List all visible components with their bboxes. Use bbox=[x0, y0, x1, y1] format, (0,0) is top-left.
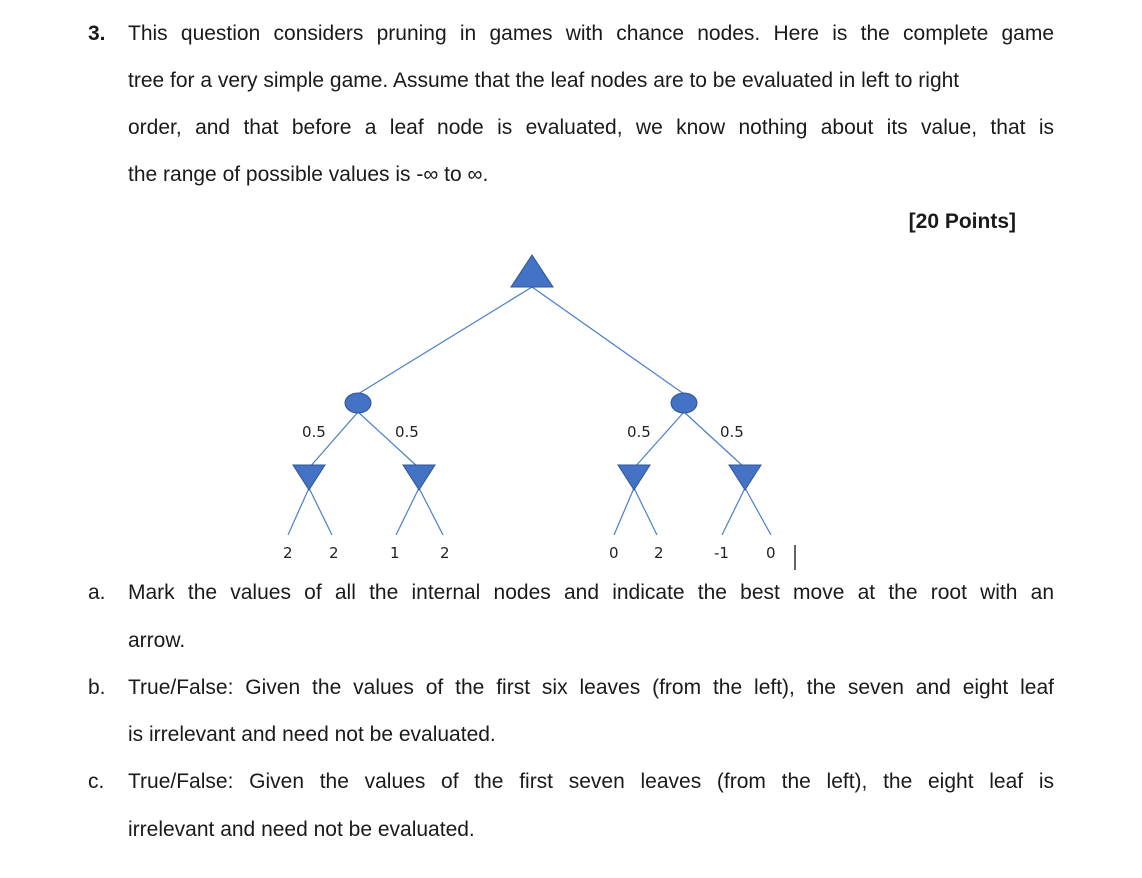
leaf-value-8: 0 bbox=[766, 544, 776, 562]
intro-line-1: This question considers pruning in games… bbox=[128, 22, 1054, 45]
edge-root-right bbox=[531, 286, 685, 395]
intro-line-3: order, and that before a leaf node is ev… bbox=[128, 116, 1054, 139]
edge-chance2-min3 bbox=[633, 411, 685, 469]
edge-min3-leaf5 bbox=[613, 487, 635, 536]
leaf-value-1: 2 bbox=[283, 544, 293, 562]
leaf-value-4: 2 bbox=[440, 544, 450, 562]
prob-label-1: 0.5 bbox=[302, 423, 326, 441]
part-c-line-1: True/False: Given the values of the firs… bbox=[128, 770, 1054, 793]
points-label: [20 Points] bbox=[908, 210, 1016, 233]
edge-min2-leaf3 bbox=[395, 487, 420, 536]
tree-edges bbox=[287, 286, 772, 536]
edge-min3-leaf6 bbox=[633, 487, 658, 536]
edge-root-left bbox=[357, 286, 533, 395]
min-node-2 bbox=[402, 464, 436, 491]
min-node-1 bbox=[292, 464, 326, 491]
edge-min4-leaf8 bbox=[744, 487, 772, 536]
edge-min1-leaf2 bbox=[308, 487, 333, 536]
edge-min2-leaf4 bbox=[418, 487, 444, 536]
min-node-3 bbox=[617, 464, 651, 491]
part-a-line-2: arrow. bbox=[128, 629, 186, 652]
leaf-value-6: 2 bbox=[654, 544, 664, 562]
leaf-value-5: 0 bbox=[609, 544, 619, 562]
prob-label-2: 0.5 bbox=[395, 423, 419, 441]
edge-chance1-min1 bbox=[308, 411, 359, 469]
leaf-value-7: -1 bbox=[714, 544, 729, 562]
edge-chance1-min2 bbox=[357, 411, 420, 469]
prob-label-4: 0.5 bbox=[720, 423, 744, 441]
leaf-value-2: 2 bbox=[329, 544, 339, 562]
edge-chance2-min4 bbox=[683, 411, 746, 469]
leaf-value-3: 1 bbox=[390, 544, 400, 562]
intro-line-4: the range of possible values is -∞ to ∞. bbox=[128, 163, 489, 186]
part-a-line-1: Mark the values of all the internal node… bbox=[128, 581, 1054, 604]
prob-label-3: 0.5 bbox=[627, 423, 651, 441]
chance-node-right bbox=[670, 392, 698, 414]
intro-line-2: tree for a very simple game. Assume that… bbox=[128, 69, 960, 92]
min-node-4 bbox=[728, 464, 762, 491]
part-b-label: b. bbox=[88, 676, 106, 699]
part-b-line-1: True/False: Given the values of the firs… bbox=[128, 676, 1054, 699]
part-c-line-2: irrelevant and need not be evaluated. bbox=[128, 818, 475, 841]
edge-min1-leaf1 bbox=[287, 487, 310, 536]
question-number: 3. bbox=[88, 22, 106, 45]
part-b-line-2: is irrelevant and need not be evaluated. bbox=[128, 723, 496, 746]
edge-min4-leaf7 bbox=[721, 487, 746, 536]
part-a-label: a. bbox=[88, 581, 106, 604]
chance-node-left bbox=[344, 392, 372, 414]
part-c-label: c. bbox=[88, 770, 105, 793]
max-root-node bbox=[510, 254, 554, 288]
